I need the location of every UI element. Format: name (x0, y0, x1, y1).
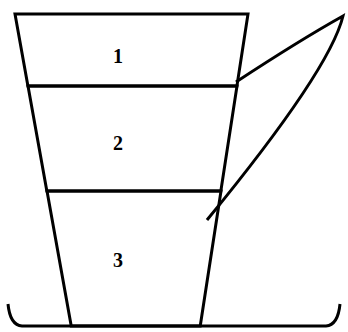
band-outline (47, 191, 221, 326)
cup-band: 2 (28, 86, 237, 191)
band-trapezoid (47, 191, 221, 326)
cup-band: 3 (47, 191, 221, 326)
band-outline (15, 14, 248, 86)
band-outline (28, 86, 237, 191)
saucer (8, 304, 340, 326)
band-number: 2 (113, 133, 123, 153)
cup-handle (207, 16, 343, 220)
band-number: 1 (113, 46, 123, 66)
band-trapezoid (15, 14, 248, 86)
band-trapezoid (28, 86, 237, 191)
band-number: 3 (113, 250, 123, 270)
cup-band: 1 (15, 14, 248, 86)
